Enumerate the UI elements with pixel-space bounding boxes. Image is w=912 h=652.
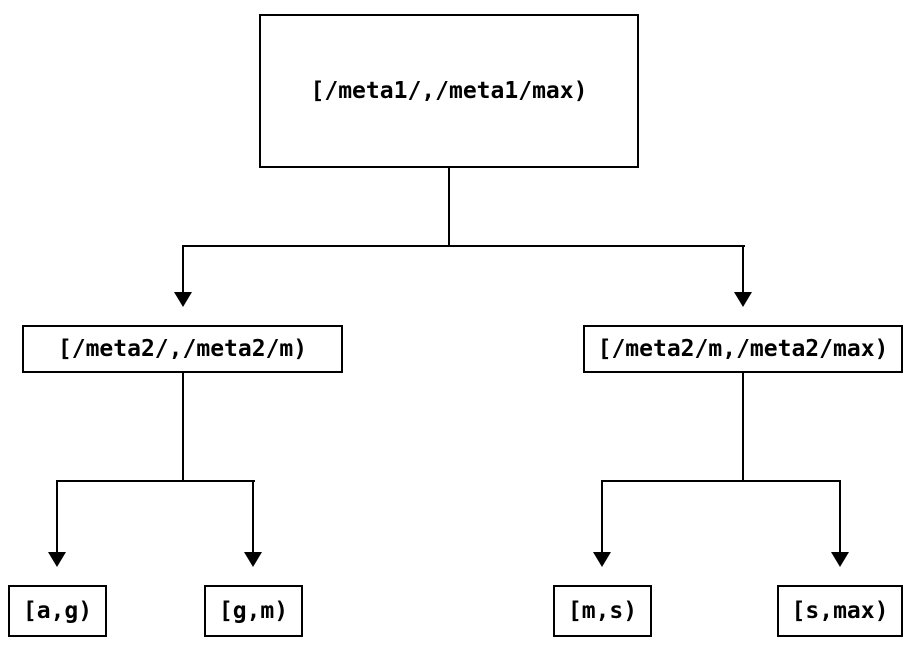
node-leaf-m-s: [m,s) [553, 585, 652, 637]
edge-meta2-low-to-leaf-g-m-line [252, 480, 254, 554]
edge-level2-right-branch-line [601, 480, 841, 482]
edge-root-to-meta2-high-line [742, 245, 744, 294]
arrow-down-icon [48, 552, 66, 567]
arrow-down-icon [244, 552, 262, 567]
node-root-interval: [/meta1/,/meta1/max) [259, 14, 639, 168]
node-meta2-high-interval: [/meta2/m,/meta2/max) [583, 325, 903, 373]
edge-root-to-meta2-low-line [182, 245, 184, 294]
node-meta2-low-interval: [/meta2/,/meta2/m) [22, 325, 343, 373]
edge-level2-left-branch-line [56, 480, 255, 482]
node-leaf-s-max: [s,max) [777, 585, 903, 637]
node-leaf-a-g: [a,g) [8, 585, 107, 637]
edge-meta2-low-trunk-line [182, 373, 184, 482]
arrow-down-icon [734, 292, 752, 307]
edge-meta2-high-to-leaf-s-max-line [839, 480, 841, 554]
edge-root-trunk-line [448, 168, 450, 247]
node-leaf-g-m: [g,m) [204, 585, 303, 637]
edge-level1-branch-line [182, 245, 745, 247]
edge-meta2-low-to-leaf-a-g-line [56, 480, 58, 554]
edge-meta2-high-to-leaf-m-s-line [601, 480, 603, 554]
arrow-down-icon [174, 292, 192, 307]
arrow-down-icon [593, 552, 611, 567]
edge-meta2-high-trunk-line [742, 373, 744, 482]
arrow-down-icon [831, 552, 849, 567]
